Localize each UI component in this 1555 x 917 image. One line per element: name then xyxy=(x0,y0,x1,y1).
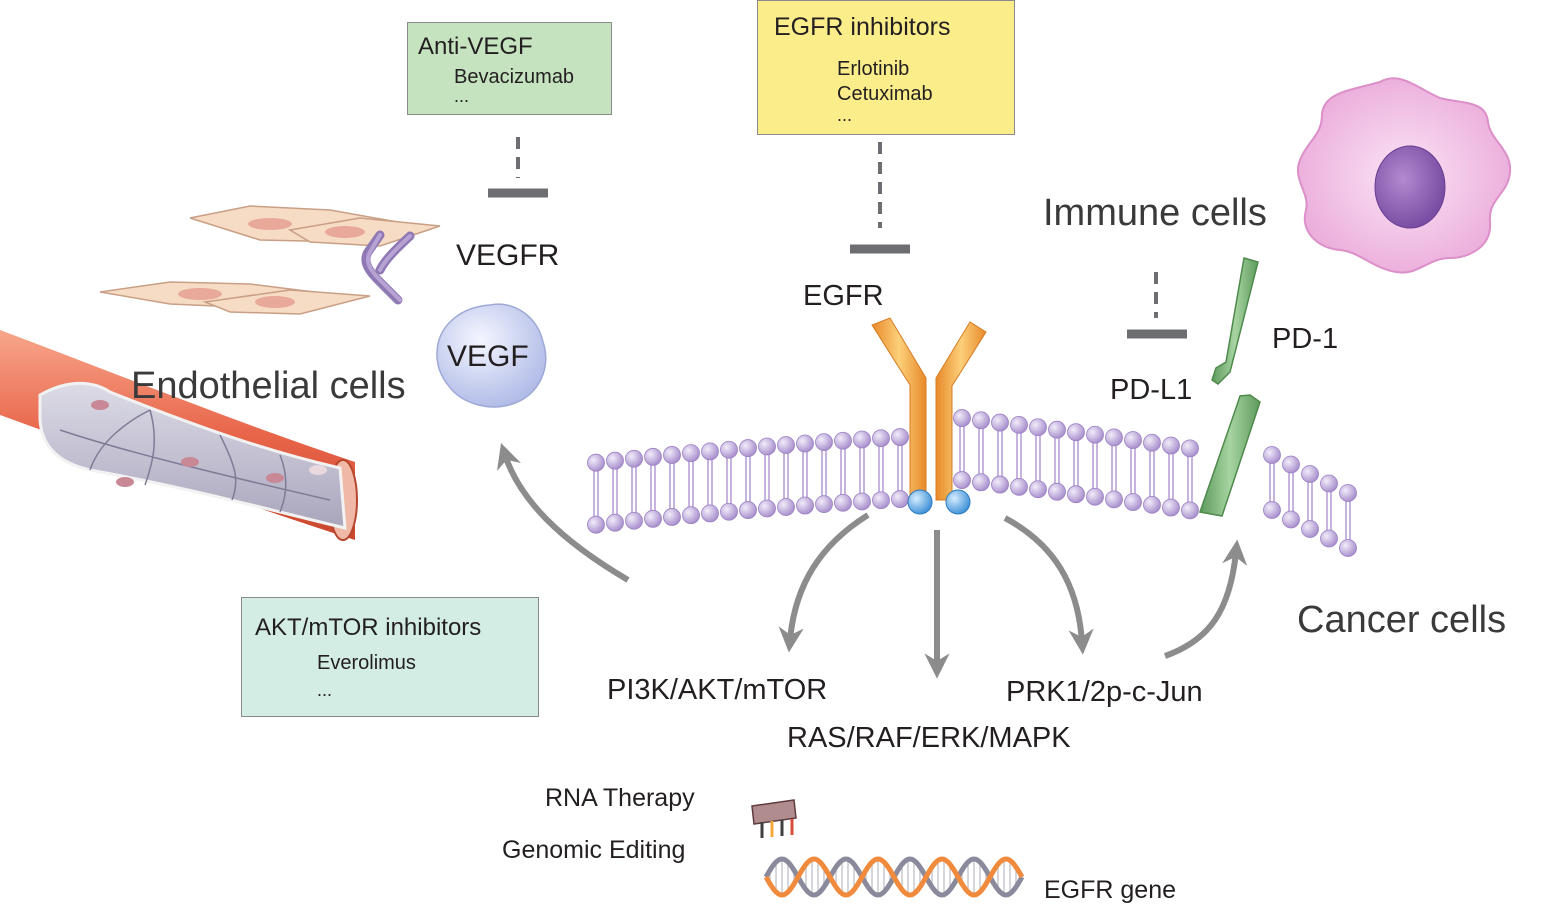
blood-vessel-icon xyxy=(0,330,358,541)
anti-vegf-title: Anti-VEGF xyxy=(418,33,533,60)
egfr-inhibitors-item: ... xyxy=(837,105,853,125)
pd1-label: PD-1 xyxy=(1272,323,1339,355)
cancer-cells-label: Cancer cells xyxy=(1297,599,1507,641)
endothelial-cells-label: Endothelial cells xyxy=(131,365,406,407)
anti-vegf-item: ... xyxy=(454,86,470,106)
akt-mtor-item: Everolimus xyxy=(317,652,416,674)
egfr-inhibitors-box: EGFR inhibitors Erlotinib Cetuximab ... xyxy=(757,0,1015,135)
rna-therapy-label: RNA Therapy xyxy=(545,784,695,812)
egfr-receptor-icon xyxy=(871,317,987,515)
prk-pathway-label: PRK1/2p-c-Jun xyxy=(1006,676,1203,708)
ras-pathway-label: RAS/RAF/ERK/MAPK xyxy=(787,722,1071,754)
vegf-ligand-icon xyxy=(436,303,547,408)
egfr-inhibitors-item: Cetuximab xyxy=(837,83,933,105)
pathway-arrows xyxy=(497,443,1248,679)
anti-vegf-item: Bevacizumab xyxy=(454,66,575,88)
pdl1-label: PD-L1 xyxy=(1110,374,1193,406)
akt-mtor-item: ... xyxy=(317,680,333,700)
egfr-gene-label: EGFR gene xyxy=(1044,876,1177,904)
immune-cell-icon xyxy=(1297,77,1512,274)
akt-mtor-inhibitors-box: AKT/mTOR inhibitors Everolimus ... xyxy=(241,597,539,717)
lipid-bilayer xyxy=(587,409,1357,557)
immune-cells-label: Immune cells xyxy=(1043,192,1267,234)
akt-mtor-title: AKT/mTOR inhibitors xyxy=(255,614,482,641)
genomic-editing-label: Genomic Editing xyxy=(502,836,686,864)
vegf-label: VEGF xyxy=(447,340,529,373)
egfr-inhibitors-title: EGFR inhibitors xyxy=(774,13,951,41)
pd1-pdl1-complex xyxy=(1199,257,1261,517)
endothelial-cell-icon xyxy=(99,205,441,315)
dna-helix-icon xyxy=(763,856,1025,898)
anti-vegf-box: Anti-VEGF Bevacizumab ... xyxy=(407,22,612,115)
pi3k-pathway-label: PI3K/AKT/mTOR xyxy=(607,674,828,706)
egfr-inhibitors-item: Erlotinib xyxy=(837,58,910,80)
rna-therapy-icon xyxy=(751,799,797,838)
inhibition-markers xyxy=(488,137,1187,339)
egfr-label: EGFR xyxy=(803,280,884,312)
vegfr-label: VEGFR xyxy=(456,239,560,272)
